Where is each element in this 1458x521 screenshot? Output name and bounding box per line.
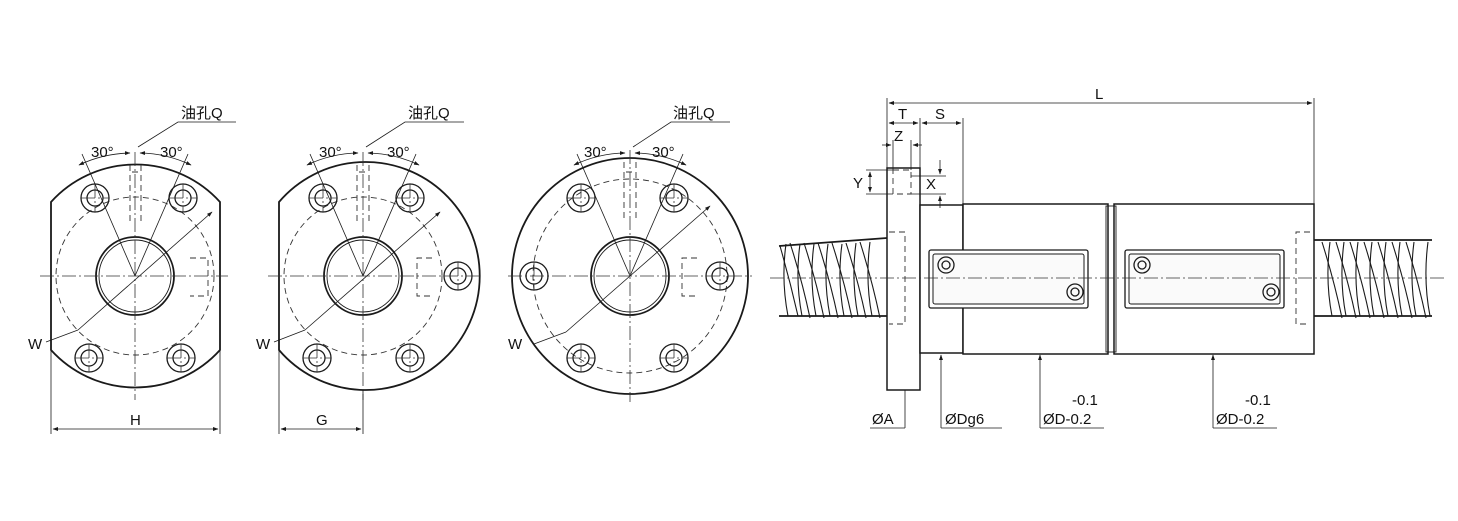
front-view-single-cut-flange: 30° 30° 油孔Q W G <box>256 105 482 434</box>
oil-hole-label: 油孔Q <box>673 105 715 122</box>
g-label: G <box>316 412 328 429</box>
t-label: T <box>898 106 907 123</box>
angle-label-right: 30° <box>387 144 410 161</box>
y-label: Y <box>853 175 863 192</box>
w-label: W <box>508 336 523 353</box>
z-label: Z <box>894 128 903 145</box>
return-tube-hidden <box>681 257 697 297</box>
oil-hole-hidden <box>356 165 370 222</box>
angle-label-left: 30° <box>319 144 342 161</box>
nut-flange <box>886 167 921 391</box>
w-label: W <box>28 336 43 353</box>
dia-d-tol-rear: ØD-0.2 <box>1216 411 1264 428</box>
oil-hole-hidden <box>129 165 142 222</box>
return-tube-hidden <box>190 257 209 297</box>
dia-d-tol-front: ØD-0.2 <box>1043 411 1091 428</box>
angle-label-left: 30° <box>584 144 607 161</box>
s-label: S <box>935 106 945 123</box>
oil-hole-label: 油孔Q <box>181 105 223 122</box>
dia-dg6-label: ØDg6 <box>945 411 984 428</box>
return-plate-front <box>928 249 1089 309</box>
oil-hole-hidden <box>892 169 912 195</box>
h-label: H <box>130 412 141 429</box>
return-plate-rear <box>1124 249 1285 309</box>
tol-upper-front: -0.1 <box>1072 392 1098 409</box>
tol-upper-rear: -0.1 <box>1245 392 1271 409</box>
front-view-double-cut-flange: 30° 30° 油孔Q W H <box>28 105 236 434</box>
w-label: W <box>256 336 271 353</box>
oil-hole-label: 油孔Q <box>408 105 450 122</box>
x-label: X <box>926 176 936 193</box>
l-label: L <box>1095 86 1103 103</box>
return-tube-hidden <box>416 257 432 297</box>
side-view-double-nut: L T S Z Y X ØA ØDg6 <box>770 86 1445 429</box>
dia-a-label: ØA <box>872 411 894 428</box>
angle-label-right: 30° <box>652 144 675 161</box>
angle-label-right: 30° <box>160 144 183 161</box>
angle-label-left: 30° <box>91 144 114 161</box>
screw-shaft-right <box>1313 239 1432 319</box>
front-view-round-flange: 30° 30° 油孔Q W <box>508 105 752 402</box>
screw-shaft-left <box>778 237 888 319</box>
